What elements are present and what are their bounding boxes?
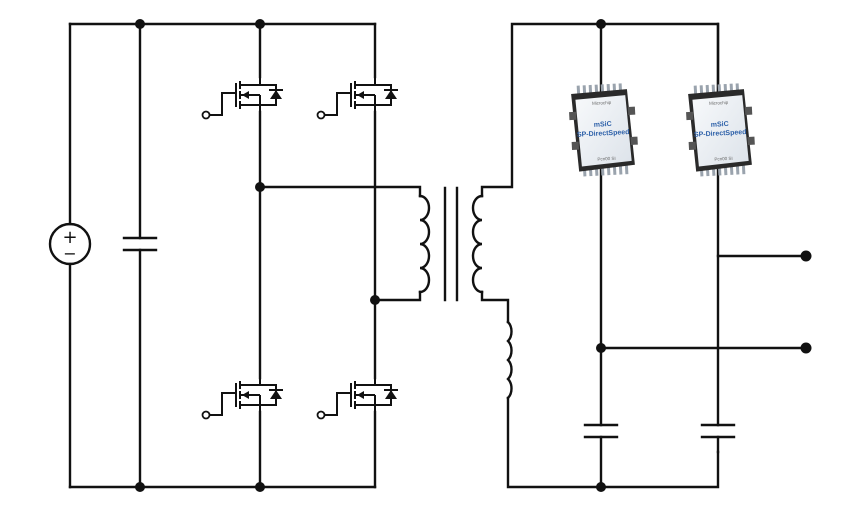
- chip1-brand-text: mSiC: [594, 121, 612, 129]
- output-capacitor-1: [583, 423, 619, 439]
- transformer: [418, 186, 484, 302]
- input-capacitor: [122, 22, 158, 489]
- rectifier-module-1: Microchip mSiC SP-DirectSpeed Pcn00 SI: [567, 82, 640, 178]
- secondary-winding: [471, 194, 484, 294]
- junction-dot: [255, 482, 265, 492]
- output-terminal-negative: [800, 342, 812, 354]
- switch-q1: [201, 76, 284, 120]
- chip1-logo-text: Microchip: [592, 100, 612, 106]
- junction-dot: [596, 482, 606, 492]
- secondary-bottom-wire: [506, 396, 720, 489]
- output-terminal-positive: [800, 250, 812, 262]
- chip2-logo-text: Microchip: [709, 100, 729, 106]
- dc-voltage-source: + −: [48, 222, 92, 266]
- junction-dot: [255, 182, 265, 192]
- output-terminals: [800, 250, 812, 354]
- junction-dot: [596, 343, 606, 353]
- chip2-series-text: SP-DirectSpeed: [694, 129, 747, 139]
- primary-connections: [258, 185, 422, 302]
- source-circle: [48, 222, 92, 266]
- primary-top-wire: [258, 185, 422, 198]
- junction-dot: [370, 295, 380, 305]
- junction-dot: [135, 19, 145, 29]
- rectifier-module-2: Microchip mSiC SP-DirectSpeed Pcn00 SI: [684, 82, 757, 178]
- input-rails: [68, 22, 377, 489]
- output-inductor: [506, 320, 513, 400]
- chip1-footer-text: Pcn00 SI: [597, 156, 616, 162]
- primary-bottom-wire: [373, 290, 422, 302]
- chip2-footer-text: Pcn00 SI: [714, 156, 733, 162]
- junction-dot: [255, 19, 265, 29]
- junction-dot: [596, 19, 606, 29]
- switch-q3: [201, 376, 284, 420]
- chip2-brand-text: mSiC: [711, 121, 729, 129]
- output-capacitor-2: [700, 423, 736, 439]
- switch-q4: [316, 376, 399, 420]
- secondary-to-inductor-wire: [480, 290, 510, 324]
- junction-dots: [135, 19, 606, 492]
- switch-q2: [316, 76, 399, 120]
- primary-winding: [418, 194, 431, 294]
- source-plus-sign: +: [62, 227, 77, 248]
- chip1-series-text: SP-DirectSpeed: [577, 129, 630, 139]
- source-minus-sign: −: [63, 244, 76, 263]
- junction-dot: [135, 482, 145, 492]
- secondary-wiring: [480, 22, 808, 489]
